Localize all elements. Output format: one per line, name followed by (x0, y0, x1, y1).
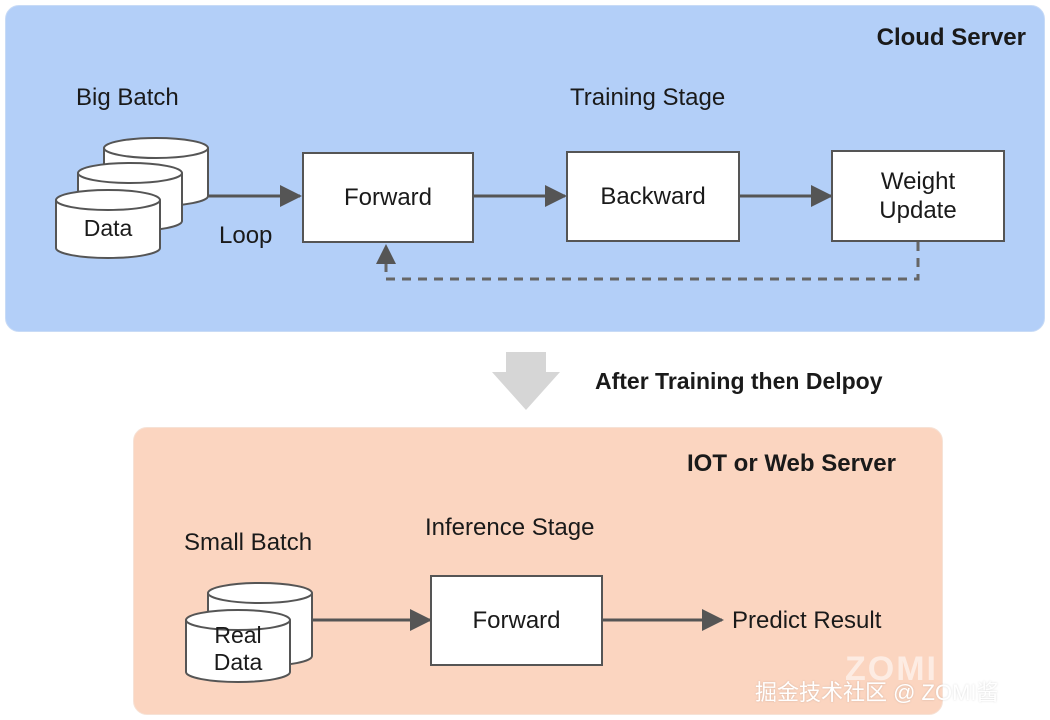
real-data-label-line2: Data (213, 649, 263, 675)
predict-result-label: Predict Result (732, 607, 882, 634)
weight-update-line1: Weight (880, 168, 956, 195)
real-data-label: Real Data (186, 622, 290, 676)
data-label: Data (83, 215, 133, 241)
cloud-server-title: Cloud Server (876, 24, 1026, 51)
forward-box-training: Forward (302, 152, 474, 243)
training-stage-label: Training Stage (570, 84, 726, 111)
real-data-label-line1: Real (214, 622, 262, 648)
watermark-ghost: ZOMI (845, 650, 938, 688)
loop-label: Loop (219, 222, 273, 249)
iot-web-server-title: IOT or Web Server (687, 450, 896, 477)
weight-update-box: Weight Update (831, 150, 1005, 242)
watermark-text: 掘金技术社区 @ ZOMI酱 (755, 680, 999, 705)
backward-box: Backward (566, 151, 740, 242)
forward-box-inference: Forward (430, 575, 603, 666)
weight-update-line2: Update (879, 197, 957, 224)
small-batch-label: Small Batch (184, 529, 313, 556)
inference-stage-label: Inference Stage (425, 514, 595, 541)
deploy-transition-label: After Training then Delpoy (595, 368, 883, 394)
big-batch-label: Big Batch (76, 84, 179, 111)
